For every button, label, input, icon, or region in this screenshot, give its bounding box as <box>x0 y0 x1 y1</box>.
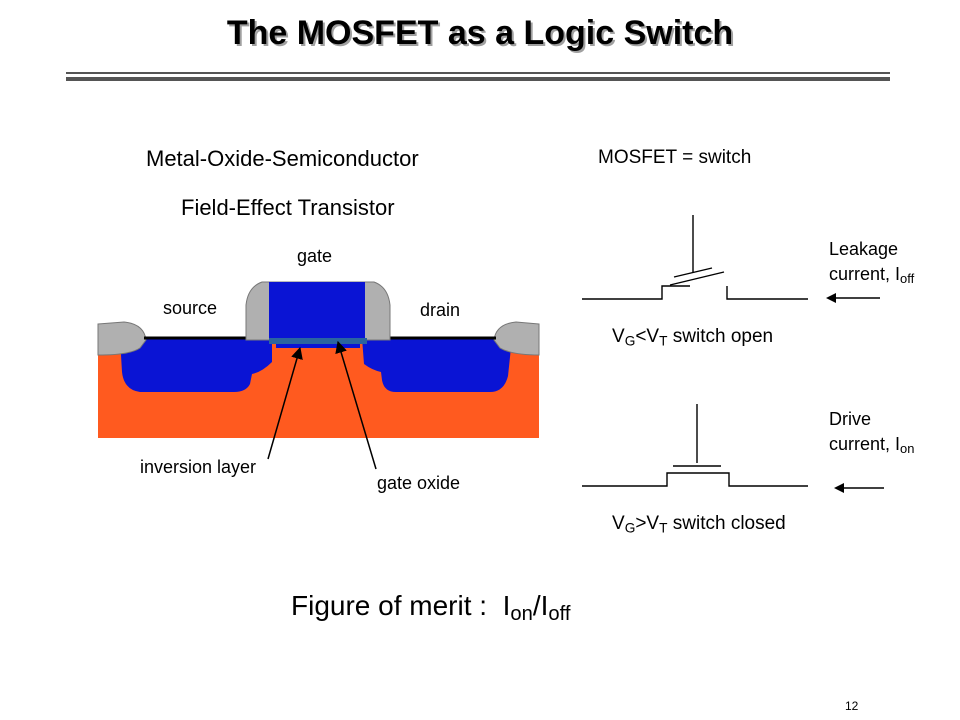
field-oxide-left <box>97 321 147 356</box>
closed-condition: VG>VT switch closed <box>612 513 786 536</box>
inversion-layer-label: inversion layer <box>140 457 257 477</box>
heading-line-2: Field-Effect Transistor <box>181 195 395 220</box>
drain-label: drain <box>420 300 461 320</box>
drive-current-arrow <box>834 483 884 493</box>
title-rule-bottom <box>66 77 890 81</box>
drain-region <box>362 338 512 392</box>
inversion-layer-region <box>276 344 360 348</box>
slide-title: The MOSFET as a Logic Switch <box>226 14 734 52</box>
title-rule-top <box>66 72 890 74</box>
drive-label-line1: Drive <box>829 409 872 429</box>
gate-electrode <box>269 282 365 338</box>
mosfet-cross-section <box>97 281 540 470</box>
source-label: source <box>163 298 218 318</box>
leakage-label-line2: current, Ioff <box>829 264 915 287</box>
open-condition: VG<VT switch open <box>612 326 774 349</box>
gate-oxide-arrow <box>335 340 377 470</box>
gate-oxide-label: gate oxide <box>377 473 461 493</box>
field-oxide-right <box>493 321 540 356</box>
source-region <box>120 338 272 392</box>
drive-label-line2: current, Ion <box>829 434 915 457</box>
heading-line-1: Metal-Oxide-Semiconductor <box>146 146 419 171</box>
inversion-layer-arrow <box>267 346 303 460</box>
switch-open-symbol <box>582 215 808 300</box>
leakage-label-line1: Leakage <box>829 239 899 259</box>
gate-label: gate <box>297 246 333 266</box>
page-number: 12 <box>845 699 859 713</box>
gate-oxide-layer <box>269 338 367 344</box>
switch-heading: MOSFET = switch <box>598 147 752 168</box>
figure-of-merit: Figure of merit : Ion/Ioff <box>291 590 571 626</box>
leakage-current-arrow <box>826 293 880 303</box>
switch-closed-symbol <box>582 404 808 487</box>
